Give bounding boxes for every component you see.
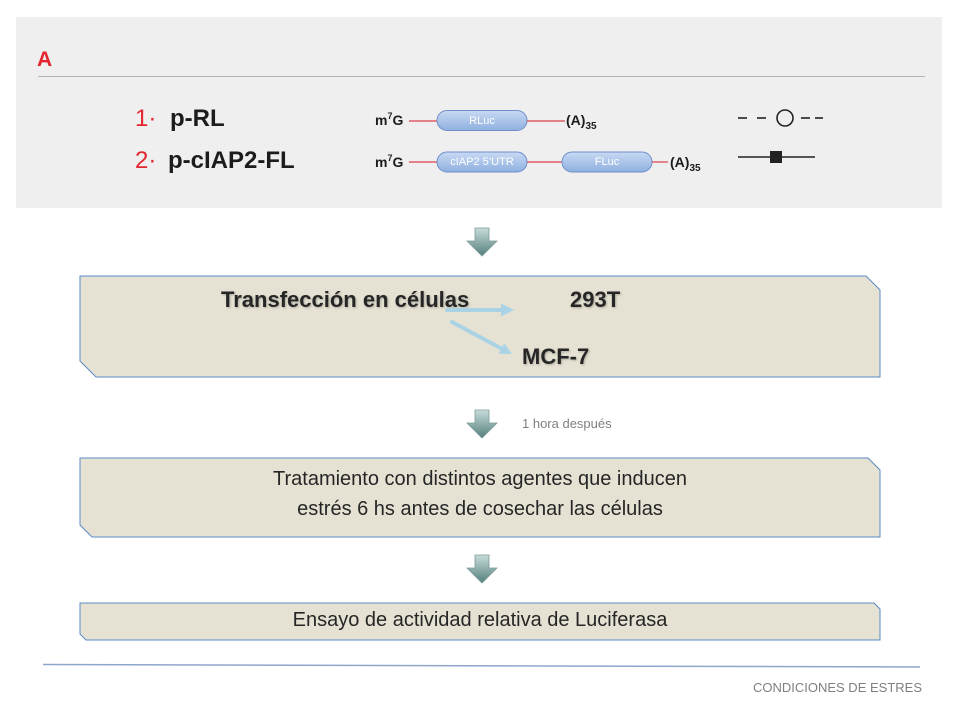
construct-2-name: p-cIAP2-FL	[168, 147, 295, 174]
construct-2-number: 2·	[135, 147, 157, 174]
panel-label: A	[37, 48, 53, 71]
cell-line-293t: 293T	[570, 287, 621, 312]
construct-2-cap: m7G	[375, 153, 403, 171]
construct-2-element-label: FLuc	[594, 156, 620, 168]
assay-text: Ensayo de actividad relativa de Lucifera…	[292, 609, 668, 631]
construct-1-name: p-RL	[170, 105, 225, 132]
down-arrow-icon	[466, 227, 498, 257]
cap-end: G	[392, 112, 404, 128]
treatment-text-line-1: Tratamiento con distintos agentes que in…	[273, 468, 687, 490]
construct-1-number: 1·	[135, 105, 157, 132]
tail-base: (A)	[566, 112, 586, 128]
construct-1-element-label: RLuc	[469, 114, 495, 127]
treatment-text-line-2: estrés 6 hs antes de cosechar las célula…	[297, 498, 663, 520]
down-arrow-icon	[466, 409, 498, 439]
cap-base: m	[375, 112, 388, 128]
footer-divider	[42, 663, 921, 668]
cap-superscript: 7	[387, 111, 393, 121]
cap-superscript: 7	[387, 153, 393, 163]
tail-base: (A)	[670, 154, 690, 170]
transfection-box	[79, 275, 881, 378]
transfection-text: Transfección en células	[221, 287, 470, 312]
construct-2-polya-tail: (A)35	[670, 153, 701, 174]
cell-line-mcf7: MCF-7	[522, 344, 590, 369]
tail-subscript: 35	[585, 121, 597, 132]
footer-title: CONDICIONES DE ESTRES	[752, 680, 922, 695]
tail-subscript: 35	[689, 163, 701, 174]
cap-end: G	[392, 154, 404, 170]
down-arrow-icon	[466, 554, 498, 584]
construct-1-polya-tail: (A)35	[566, 111, 597, 132]
construct-2-element-label: cIAP2 5’UTR	[450, 156, 514, 168]
cap-base: m	[375, 154, 388, 170]
delay-note: 1 hora después	[522, 416, 612, 431]
construct-1-cap: m7G	[375, 111, 403, 129]
arrow-diagonal-icon	[450, 320, 512, 354]
